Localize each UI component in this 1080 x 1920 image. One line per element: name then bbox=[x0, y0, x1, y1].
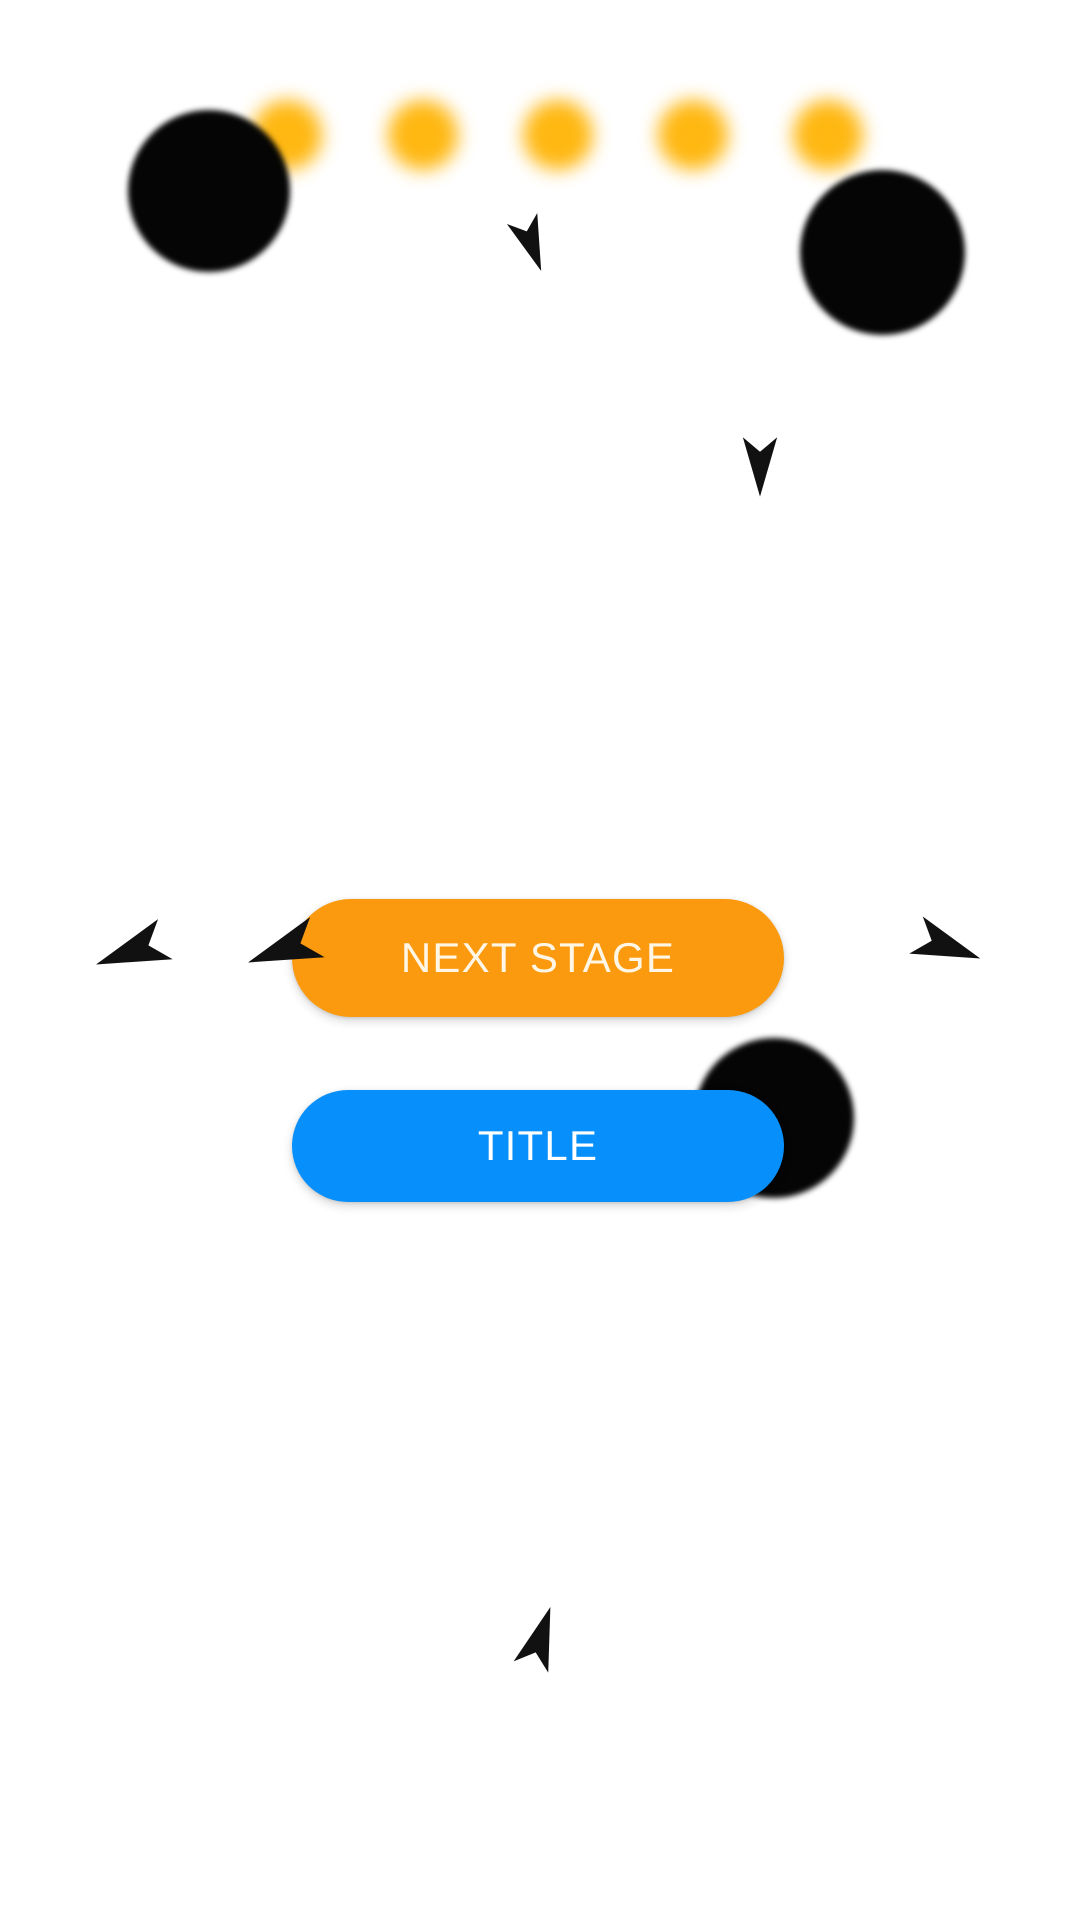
cursor-right-inner-icon bbox=[232, 896, 337, 1001]
loading-dot bbox=[793, 100, 863, 170]
next-stage-button-label: NEXT STAGE bbox=[400, 934, 676, 981]
cursor-left-side-icon bbox=[897, 897, 994, 994]
blob-top-right bbox=[800, 170, 965, 335]
cursor-down-middle-icon bbox=[727, 432, 793, 498]
blob-top-left bbox=[128, 110, 290, 272]
cursor-up-bottom-icon bbox=[496, 1595, 584, 1683]
next-stage-button[interactable]: NEXT STAGE bbox=[292, 899, 784, 1017]
loading-dot bbox=[523, 100, 593, 170]
cursor-down-top-icon bbox=[491, 203, 570, 282]
cursor-right-outer-icon bbox=[80, 898, 185, 1003]
loading-dot bbox=[388, 100, 458, 170]
title-button[interactable]: TITLE bbox=[292, 1090, 784, 1202]
title-button-label: TITLE bbox=[477, 1122, 599, 1169]
loading-dot bbox=[658, 100, 728, 170]
